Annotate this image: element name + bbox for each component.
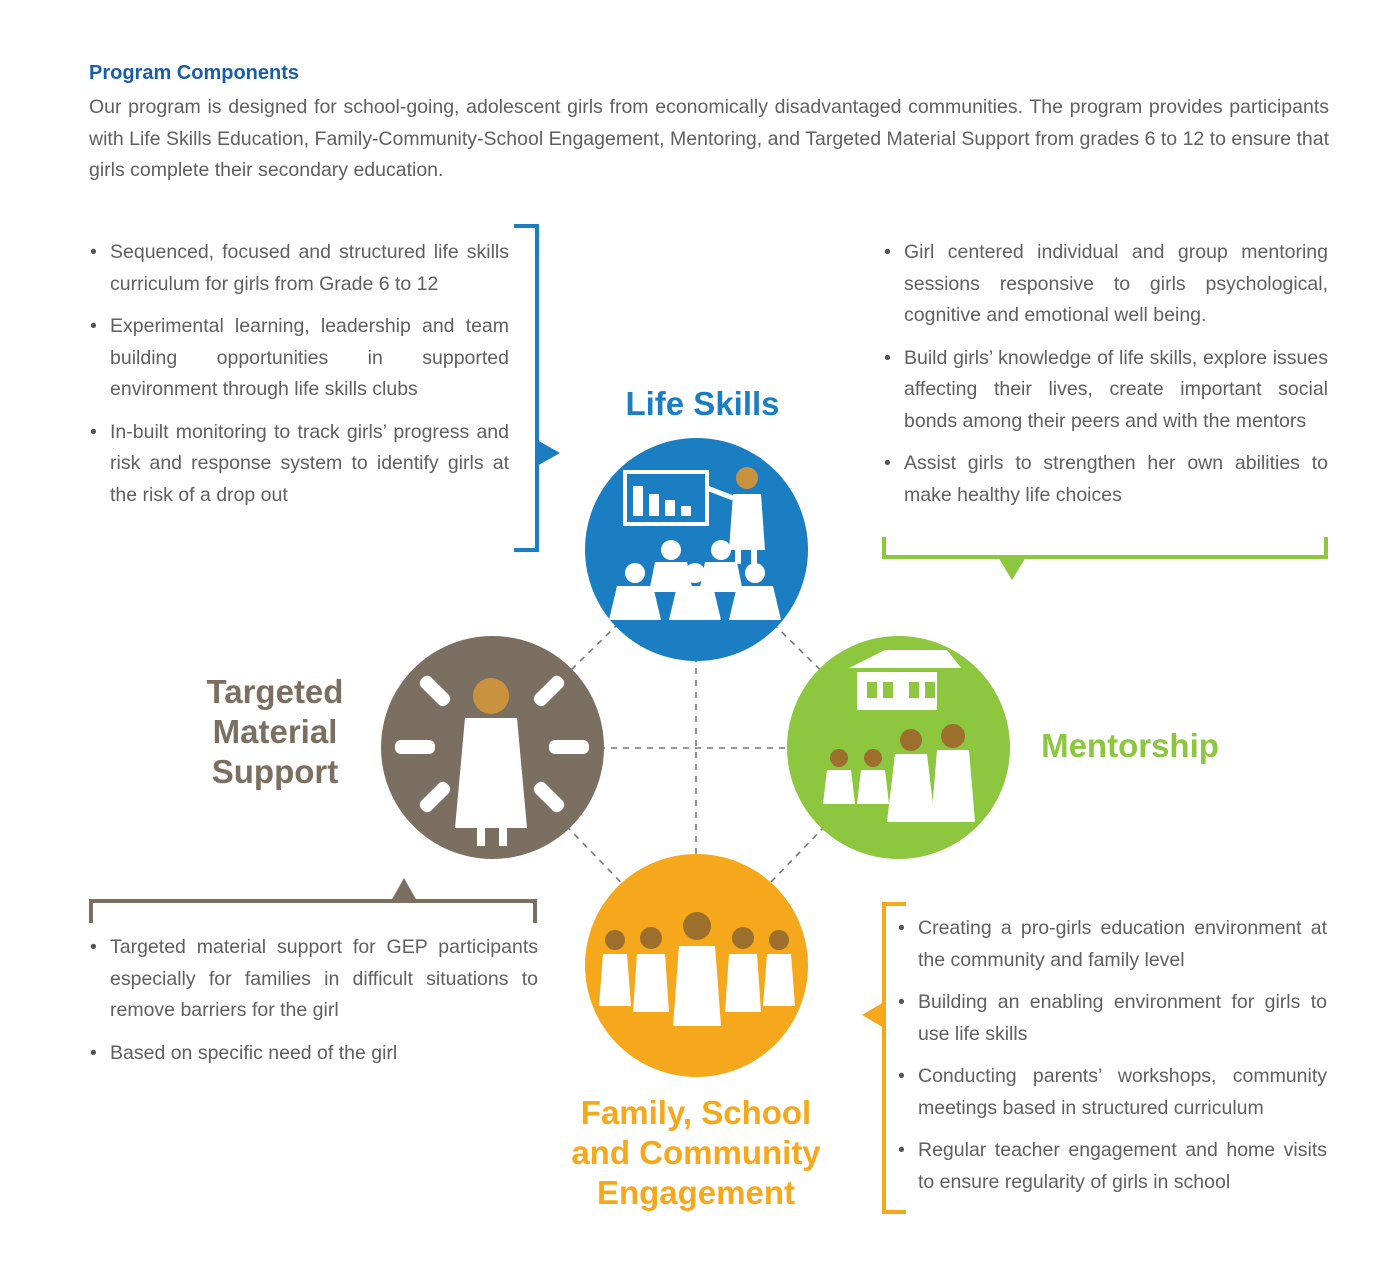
family-bracket [862,902,906,1214]
list-item: Girl centered individual and group mento… [882,237,1328,332]
family-label: Family, School and Community Engagement [556,1093,836,1213]
section-title: Program Components [89,62,300,84]
list-item: Targeted material support for GEP partic… [88,932,538,1027]
mentorship-label: Mentorship [1041,727,1219,764]
life-skills-circle [585,438,808,661]
material-bracket [89,878,537,923]
family-label-line-2: and Community [571,1134,821,1171]
classroom-icon [609,467,781,620]
list-item: Building an enabling environment for gir… [896,987,1327,1050]
mentorship-points: Girl centered individual and group mento… [882,237,1328,522]
list-item: Conducting parents’ workshops, community… [896,1061,1327,1124]
family-label-line-3: Engagement [596,1174,796,1211]
intro-paragraph: Our program is designed for school-going… [89,96,1329,181]
list-item: Creating a pro-girls education environme… [896,913,1327,976]
list-item: Experimental learning, leadership and te… [88,311,509,406]
list-item: Regular teacher engagement and home visi… [896,1135,1327,1198]
list-item: In-built monitoring to track girls’ prog… [88,417,509,512]
life-skills-bracket [514,224,560,552]
list-item: Based on specific need of the girl [88,1038,538,1070]
list-item: Assist girls to strengthen her own abili… [882,448,1328,511]
family-label-line-1: Family, School [580,1094,812,1131]
life-skills-points: Sequenced, focused and structured life s… [88,237,509,522]
material-label: Targeted Material Support [180,672,370,792]
family-points: Creating a pro-girls education environme… [896,913,1327,1209]
material-label-line-1: Targeted [206,673,344,710]
list-item: Build girls’ knowledge of life skills, e… [882,343,1328,438]
material-label-line-3: Support [211,753,339,790]
material-points: Targeted material support for GEP partic… [88,932,538,1080]
girls-group-icon [599,912,795,1026]
material-support-icon [395,675,589,846]
list-item: Sequenced, focused and structured life s… [88,237,509,300]
school-mentors-icon [823,650,975,822]
life-skills-label: Life Skills [625,385,780,422]
material-label-line-2: Material [212,713,338,750]
mentorship-bracket [882,537,1328,580]
